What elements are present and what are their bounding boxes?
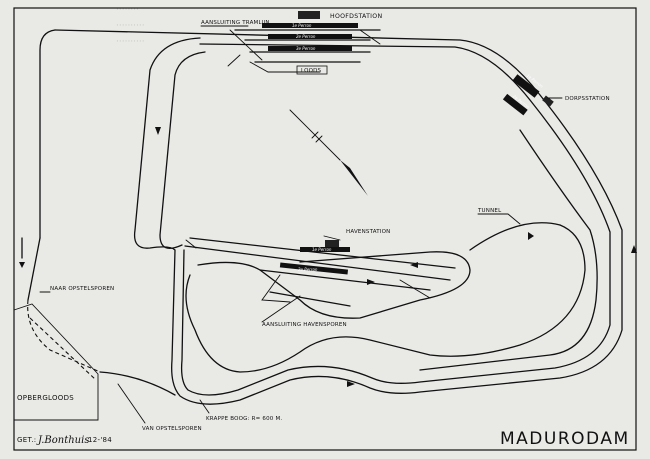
platform-haven-2: [279, 262, 349, 275]
svg-text:··········: ··········: [116, 37, 145, 47]
label-aansluiting-tramlijn: AANSLUITING TRAMLIJN: [201, 20, 270, 26]
left-vertical-track: [39, 29, 56, 239]
dorpsstation-yard: [502, 74, 554, 116]
hoofdstation-building: [298, 11, 320, 19]
compass-arrow: [289, 109, 368, 196]
label-platform-haven-2: 2e Perron: [298, 267, 318, 272]
signature-date: 12-'84: [88, 436, 112, 444]
signature-prefix: GET.:: [17, 436, 36, 444]
label-krappe-boog: KRAPPE BOOG: R= 600 M.: [206, 416, 282, 422]
outer-loop-inner-rail: [180, 43, 611, 396]
label-van-opstelsporen: VAN OPSTELSPOREN: [142, 426, 202, 432]
svg-text:········: ········: [116, 5, 139, 15]
inner-bottom-loop-2: [185, 224, 586, 373]
inner-bottom-loop: [197, 251, 471, 319]
leader-lines: [39, 25, 563, 424]
outer-loop-outer-rail: [54, 29, 623, 405]
signature-block: GET.: J.Bonthuis 12-'84: [17, 435, 112, 446]
loods-box: [296, 65, 328, 75]
platform-hoofd-3: [268, 46, 352, 51]
tunnel-curve: [469, 222, 561, 251]
platform-dorps-1: [512, 74, 540, 98]
background-bleedthrough: ········ ·········· ··········: [116, 5, 145, 47]
label-platform-hoofd-3: 3e Perron: [296, 46, 316, 51]
hoofdstation-yard: [227, 11, 381, 75]
opbergloods-shed: [13, 303, 99, 421]
label-platform-haven-1: 1e Perron: [312, 247, 332, 252]
platform-hoofd-2: [268, 34, 352, 39]
inner-loop-east: [419, 129, 598, 371]
opstel-exit-track: [99, 371, 176, 396]
left-vertical-track-2: [27, 237, 41, 301]
label-opbergloods: OPBERGLOODS: [17, 394, 74, 402]
label-tunnel: TUNNEL: [477, 208, 502, 214]
inner-loop-west: [159, 51, 206, 249]
label-aansluiting-havensporen: AANSLUITING HAVENSPOREN: [262, 322, 347, 328]
label-hoofdstation: HOOFDSTATION: [330, 13, 382, 20]
outer-main-loop: [54, 29, 623, 405]
platform-dorps-2: [502, 93, 528, 116]
label-loods: LOODS: [301, 68, 322, 74]
label-naar-opstelsporen: NAAR OPSTELSPOREN: [50, 286, 114, 292]
havenstation-building: [325, 240, 339, 248]
opstel-branch: [21, 29, 176, 396]
sheet-frame: [13, 7, 637, 451]
direction-arrows: [19, 127, 637, 387]
title-box: [492, 428, 632, 446]
dorpsstation-building: [542, 95, 554, 107]
label-havenstation: HAVENSTATION: [346, 229, 390, 235]
platform-haven-1: [300, 247, 350, 252]
platform-hoofd-1: [262, 23, 358, 28]
label-dorpsstation: DORPSSTATION: [565, 96, 610, 102]
drawing-title: MADURODAM: [500, 429, 630, 449]
opstel-dashed-track: [27, 299, 101, 373]
svg-text:··········: ··········: [116, 21, 145, 31]
havenstation-yard: [184, 237, 456, 307]
signature-name: J.Bonthuis: [36, 435, 89, 446]
label-platform-hoofd-1: 1e Perron: [292, 23, 312, 28]
label-platform-hoofd-2: 2e Perron: [296, 34, 316, 39]
